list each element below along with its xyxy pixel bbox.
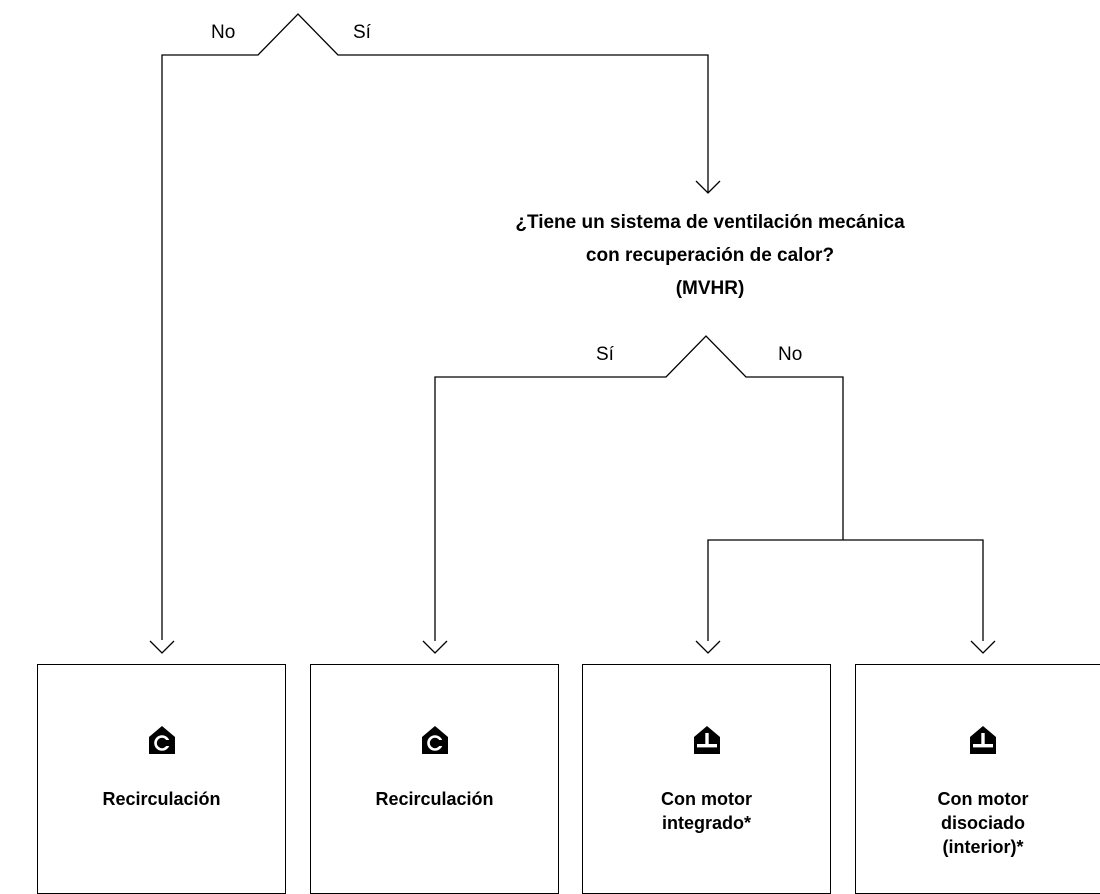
card-title-line: Con motor (937, 789, 1029, 809)
option-card-motor-integrado[interactable]: Con motor integrado* (582, 664, 831, 894)
card-title: Con motor disociado (interior)* (856, 787, 1100, 859)
mvhr-question: ¿Tiene un sistema de ventilación mecánic… (420, 206, 1000, 305)
question-line: con recuperación de calor? (585, 245, 835, 266)
card-title: Recirculación (311, 787, 558, 811)
arrowhead (422, 640, 448, 654)
arrowhead (149, 640, 175, 654)
mvhr-no-label: No (778, 344, 803, 365)
card-title: Con motor integrado* (583, 787, 830, 835)
card-title-line: integrado* (661, 813, 751, 833)
extraction-house-icon (970, 726, 996, 754)
connector-top-decision (161, 13, 709, 640)
card-title-line: Recirculación (102, 789, 221, 809)
question-line: (MVHR) (675, 278, 745, 299)
option-card-recirculation[interactable]: Recirculación (37, 664, 286, 894)
mvhr-yes-label: Sí (596, 344, 614, 365)
option-card-motor-disociado[interactable]: Con motor disociado (interior)* (855, 664, 1100, 894)
arrowhead (970, 640, 996, 654)
card-title-line: Con motor (661, 789, 752, 809)
option-card-recirculation[interactable]: Recirculación (310, 664, 559, 894)
connector-motor-split (707, 539, 984, 641)
card-title-line: disociado (940, 813, 1025, 833)
recirculation-house-icon (148, 726, 175, 754)
card-title-line: (interior)* (942, 837, 1024, 857)
decision-yes-label: Sí (353, 22, 371, 43)
recirculation-house-icon (421, 726, 448, 754)
card-title-line: Recirculación (375, 789, 494, 809)
arrowhead (695, 180, 721, 194)
arrowhead (695, 640, 721, 654)
extraction-house-icon (693, 726, 720, 754)
connector-mvhr-decision (434, 335, 844, 641)
card-title: Recirculación (38, 787, 285, 811)
decision-no-label: No (211, 22, 236, 43)
question-line: ¿Tiene un sistema de ventilación mecánic… (515, 212, 905, 233)
